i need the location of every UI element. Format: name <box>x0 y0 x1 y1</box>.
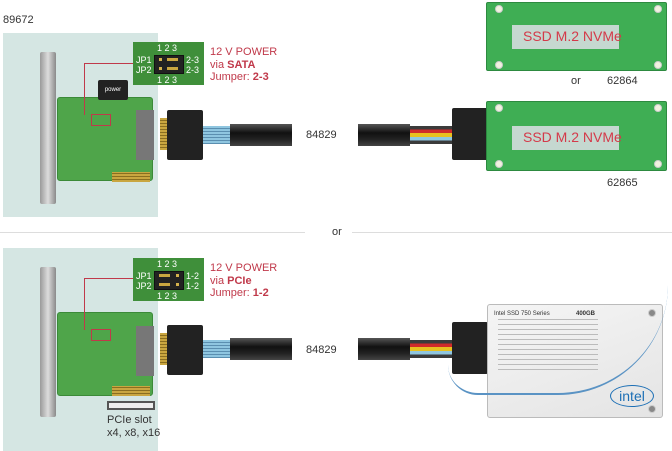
cable-id: 84829 <box>306 129 337 141</box>
pci-bracket <box>40 52 56 204</box>
adapter-2-id: 62865 <box>607 177 638 189</box>
divider-or: or <box>332 226 342 238</box>
pcie-slot <box>107 401 155 410</box>
cable-connector-right <box>452 108 488 160</box>
adapter-62865: SSD M.2 NVMe <box>486 101 667 171</box>
cable-braid <box>230 124 292 146</box>
intel-ssd: Intel SSD 750 Series 400GB intel <box>448 304 668 418</box>
sff-connector <box>136 110 154 160</box>
pcie-edge <box>112 172 150 182</box>
adapter-1-id: 62864 <box>607 75 638 87</box>
card-id: 89672 <box>3 14 34 26</box>
jumper-diagram-top: 1 2 3 JP1 JP2 2-3 2-3 1 2 3 <box>133 42 204 85</box>
or-label: or <box>571 75 581 87</box>
cable-connector-left <box>167 110 203 160</box>
pcie-slot-label: PCIe slot x4, x8, x16 <box>107 414 161 439</box>
power-connector: power <box>98 80 128 100</box>
intel-logo: intel <box>610 385 654 407</box>
cable-id-bottom: 84829 <box>306 344 337 356</box>
adapter-62864: SSD M.2 NVMe <box>486 2 667 71</box>
jumper-diagram-bottom: 1 2 3 JP1 JP2 1-2 1-2 1 2 3 <box>133 258 204 301</box>
power-note-bottom: 12 V POWER via PCIe Jumper: 1-2 <box>210 262 278 299</box>
power-note-top: 12 V POWER via SATA Jumper: 2-3 <box>210 46 278 83</box>
